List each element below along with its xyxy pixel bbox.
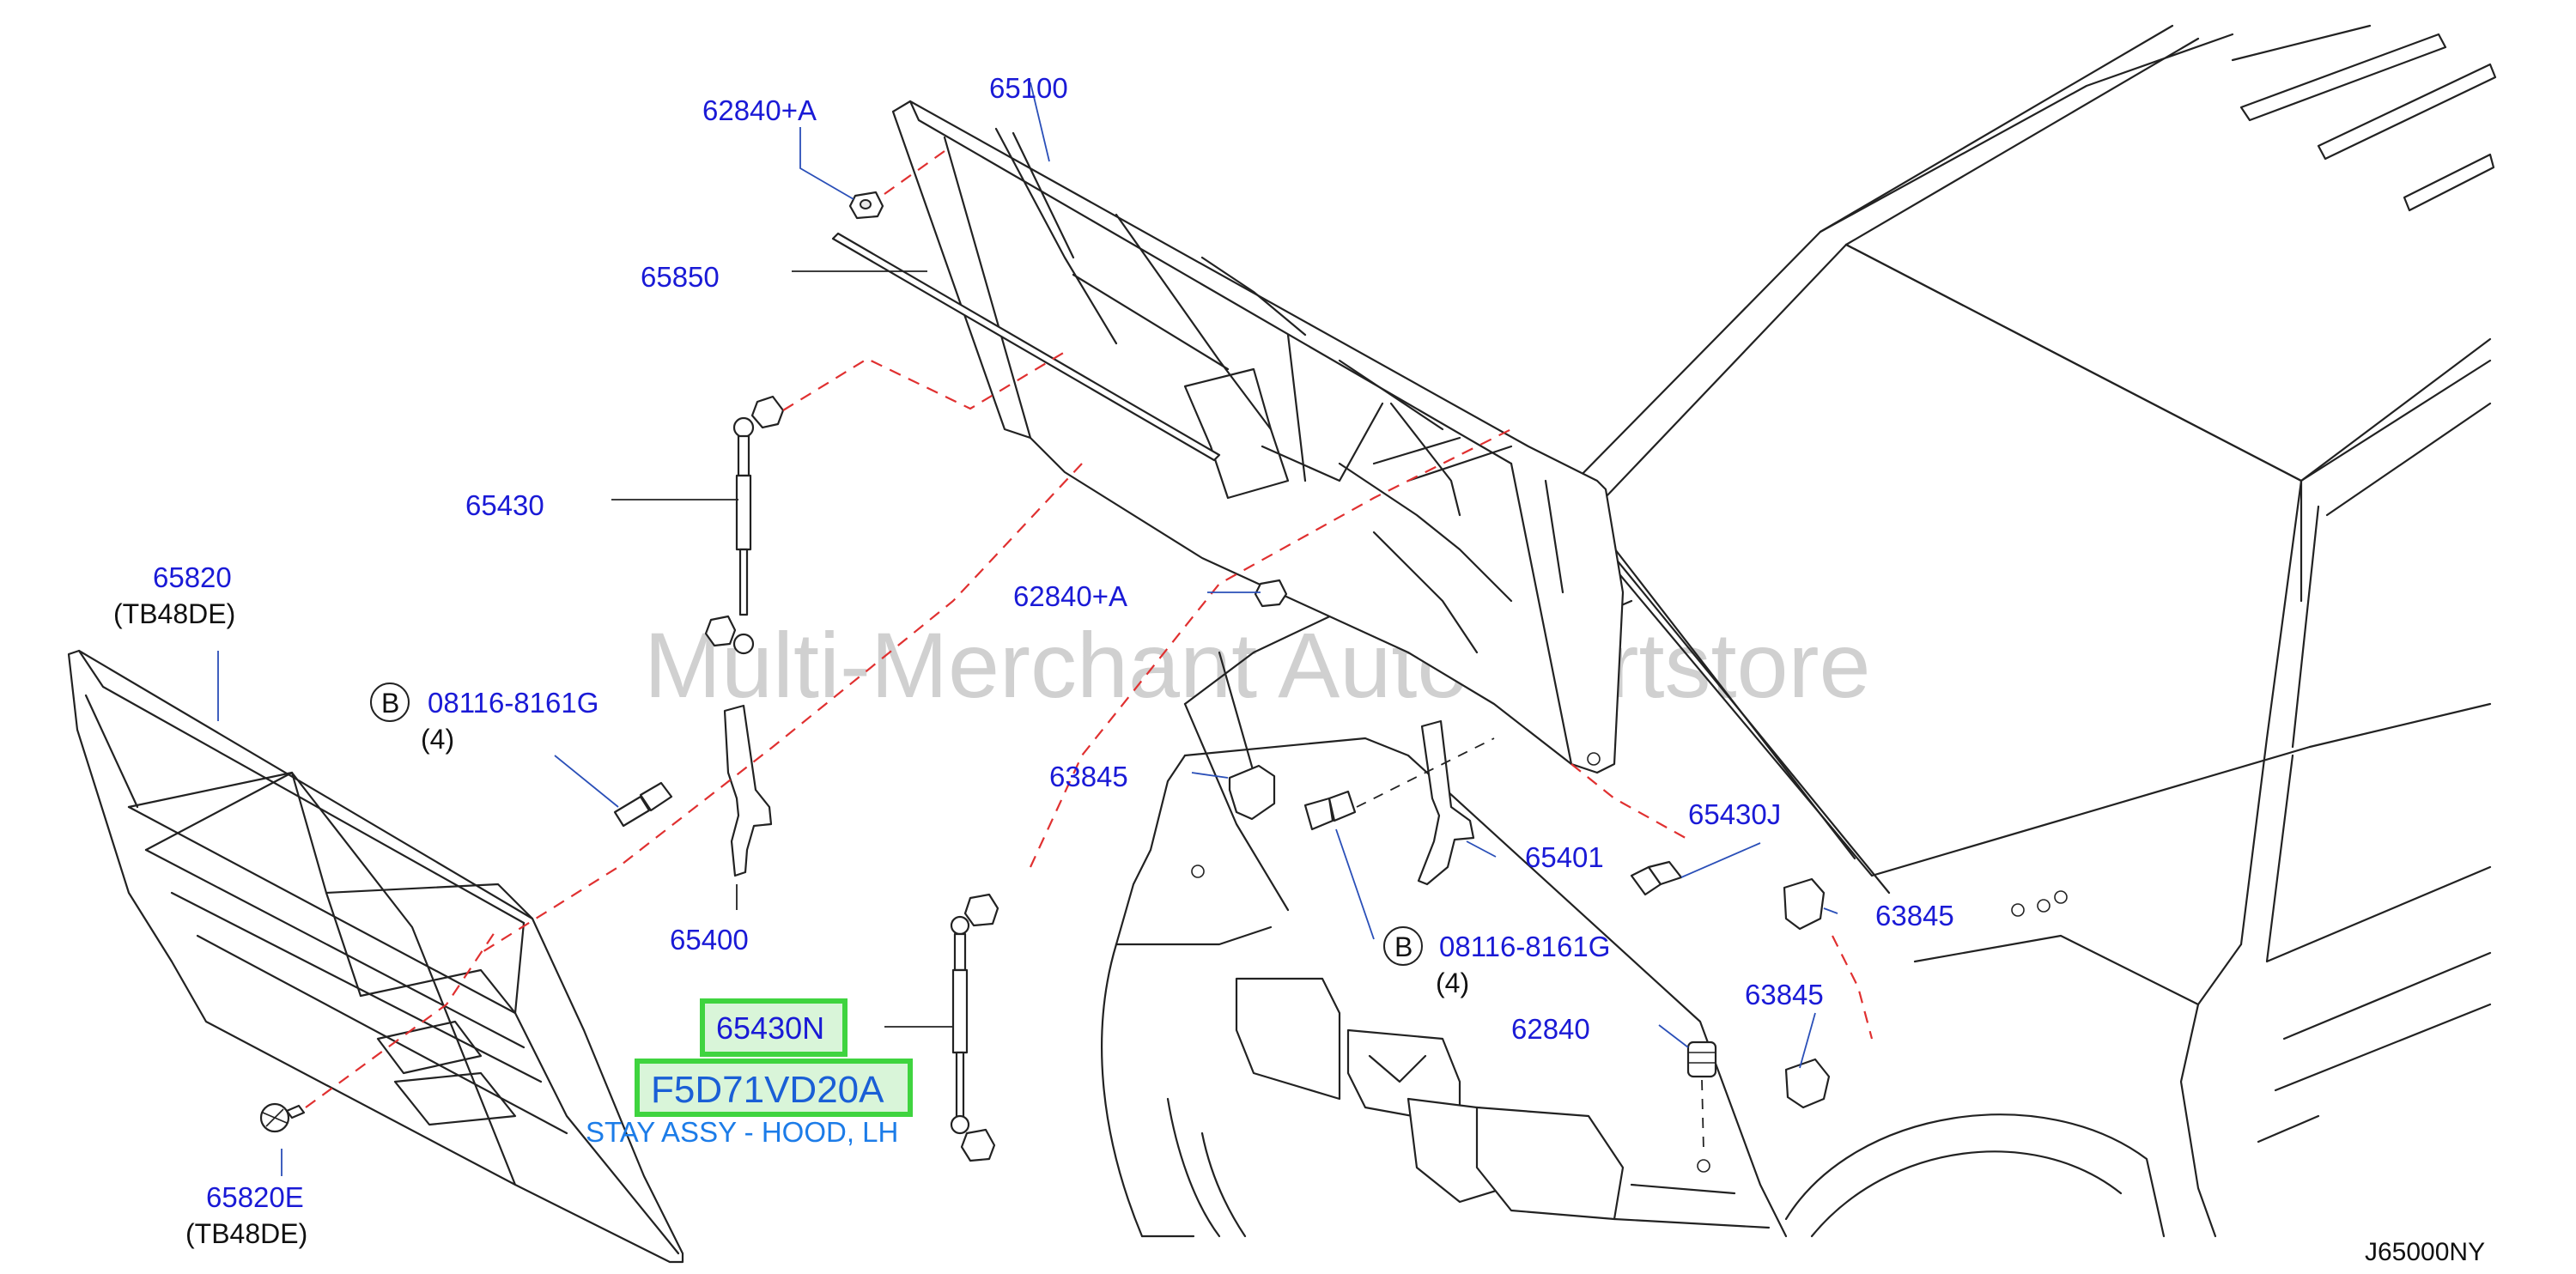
label-62840-a-mid[interactable]: 62840+A xyxy=(1013,580,1127,612)
bolt-right xyxy=(1303,790,1357,831)
clip-63845-right2 xyxy=(1784,1058,1831,1109)
label-65430j[interactable]: 65430J xyxy=(1688,798,1781,830)
highlight-box-oem xyxy=(635,1059,913,1117)
hood-hinge-65401 xyxy=(1417,719,1475,886)
hood-stay-65430n xyxy=(950,893,999,1162)
label-65100[interactable]: 65100 xyxy=(989,72,1068,104)
label-65820e-note: (TB48DE) xyxy=(185,1218,307,1249)
label-08116-right[interactable]: 08116-8161G xyxy=(1439,931,1610,962)
label-63845-left[interactable]: 63845 xyxy=(1049,761,1128,792)
hood-stay-65430 xyxy=(704,395,785,655)
label-65401[interactable]: 65401 xyxy=(1525,841,1604,873)
label-65850[interactable]: 65850 xyxy=(641,261,720,293)
bumper-rubber-62840 xyxy=(1686,1040,1717,1078)
callout-b-left-circle xyxy=(370,682,410,722)
clip-65820e xyxy=(259,1102,306,1133)
hood-panel-drawing xyxy=(891,100,1625,774)
label-65400[interactable]: 65400 xyxy=(670,924,749,956)
clip-65430j xyxy=(1630,860,1683,896)
bolt-left xyxy=(613,781,673,828)
label-65430[interactable]: 65430 xyxy=(465,489,544,521)
label-65820[interactable]: 65820 xyxy=(153,561,232,593)
hood-insulator-drawing xyxy=(67,649,684,1264)
diagram-id: J65000NY xyxy=(2365,1238,2485,1266)
callout-b-left: B xyxy=(381,688,399,719)
label-65820e[interactable]: 65820E xyxy=(206,1181,304,1213)
highlight-box-part xyxy=(700,998,848,1057)
leader-lines xyxy=(217,82,1838,1176)
callout-b-right-circle xyxy=(1383,926,1423,966)
label-65820-note: (TB48DE) xyxy=(113,598,235,629)
clip-63845-right1 xyxy=(1783,877,1826,931)
assembly-guide-lines xyxy=(305,150,1874,1173)
label-62840[interactable]: 62840 xyxy=(1511,1013,1590,1045)
callout-b-right: B xyxy=(1394,931,1413,962)
highlight-part-number[interactable]: 65430N xyxy=(716,1010,824,1046)
hood-seal-strip xyxy=(831,232,1221,462)
label-63845-right1[interactable]: 63845 xyxy=(1875,900,1954,931)
watermark-text: Multi-Merchant Auto Partstore xyxy=(644,613,1871,717)
label-08116-left-qty: (4) xyxy=(421,724,454,755)
label-63845-right2[interactable]: 63845 xyxy=(1745,979,1824,1010)
bumper-stop-top xyxy=(848,191,884,220)
highlight-description: STAY ASSY - HOOD, LH xyxy=(586,1116,898,1148)
label-08116-left[interactable]: 08116-8161G xyxy=(428,687,598,719)
label-62840-a-top[interactable]: 62840+A xyxy=(702,94,817,126)
hood-hinge-65400 xyxy=(723,704,773,877)
highlight-oem-number[interactable]: F5D71VD20A xyxy=(651,1069,884,1111)
bumper-stop-mid xyxy=(1254,579,1288,608)
clip-63845-left xyxy=(1228,764,1276,821)
label-08116-right-qty: (4) xyxy=(1436,968,1469,998)
